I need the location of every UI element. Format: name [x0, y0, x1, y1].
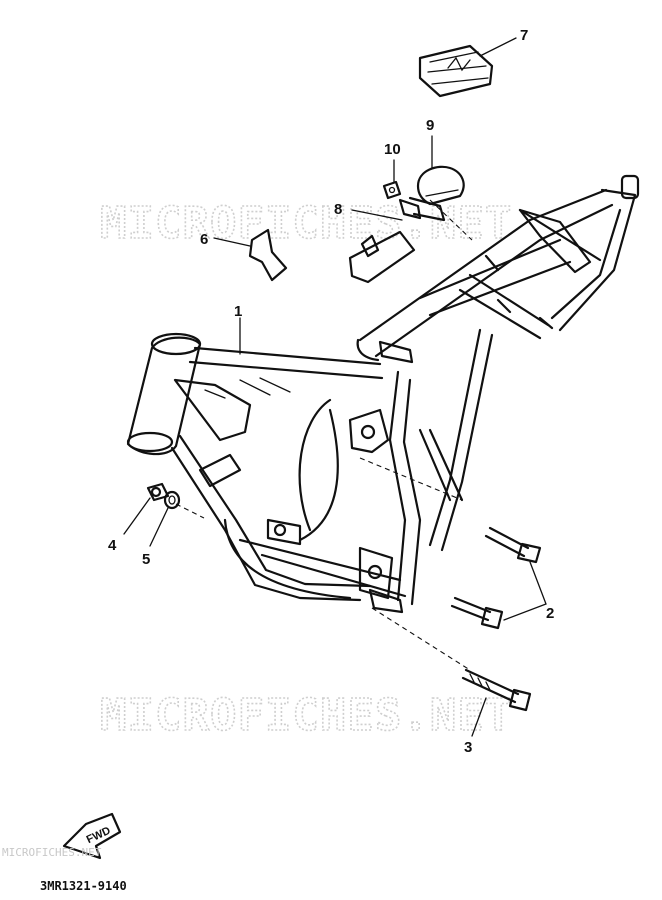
callout-4: 4 [108, 537, 117, 554]
washer-5 [163, 490, 181, 510]
watermark-bottom: MICROFICHES.NET [100, 690, 512, 741]
callout-10: 10 [384, 141, 401, 158]
callout-9: 9 [426, 117, 434, 134]
callout-6: 6 [200, 231, 208, 248]
watermark-top: MICROFICHES.NET [100, 198, 512, 249]
callout-8: 8 [334, 201, 342, 218]
main-frame [126, 174, 640, 614]
faint-footer-text: MICROFICHES.NET [2, 846, 102, 859]
bolt-2b [450, 596, 504, 630]
plate-6 [248, 228, 288, 282]
cap-9 [416, 165, 465, 206]
band-7 [418, 44, 494, 98]
bolt-3 [461, 668, 532, 712]
callout-3: 3 [464, 739, 472, 756]
fwd-label: FWD [85, 825, 113, 846]
diagram-code: 3MR1321-9140 [40, 879, 127, 893]
callout-1: 1 [234, 303, 242, 320]
callout-5: 5 [142, 551, 150, 568]
clip-10 [382, 180, 402, 200]
nut-4 [146, 482, 170, 502]
callout-2: 2 [546, 605, 554, 622]
bolt-2a [484, 526, 542, 564]
callout-7: 7 [520, 27, 528, 44]
